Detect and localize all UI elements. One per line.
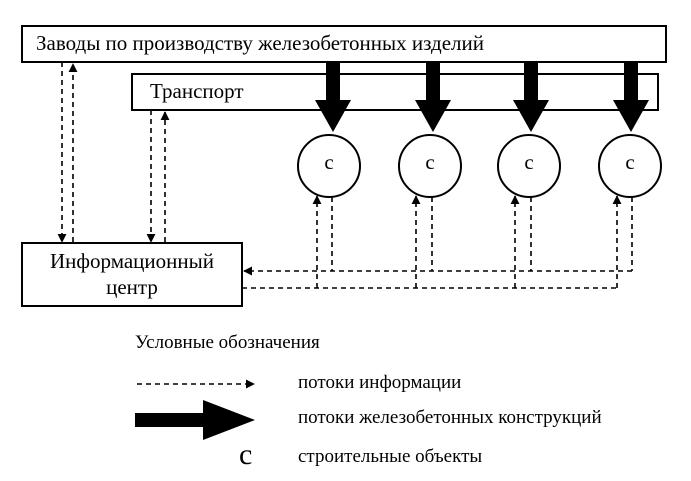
info-flows xyxy=(57,62,633,289)
info-center-label-line1: Информационный xyxy=(50,249,214,273)
concrete-flow-arrow-3 xyxy=(524,62,538,102)
site-circle-4 xyxy=(598,134,662,198)
site-circles xyxy=(297,134,662,198)
transport-box xyxy=(131,73,659,111)
info-center-label-line2: центр xyxy=(106,275,158,299)
info-center-label: Информационный центр xyxy=(22,248,242,300)
site-label-2: с xyxy=(425,150,435,174)
site-label-3: с xyxy=(524,150,534,174)
factories-box xyxy=(21,25,667,63)
concrete-flow-arrowhead-2 xyxy=(415,100,451,132)
concrete-flow-arrow-1 xyxy=(326,62,340,102)
concrete-flow-arrows xyxy=(315,62,649,132)
legend-title: Условные обозначения xyxy=(135,332,320,353)
concrete-flow-arrowhead-1 xyxy=(315,100,351,132)
concrete-flow-arrowhead-3 xyxy=(513,100,549,132)
concrete-flow-arrowhead-4 xyxy=(613,100,649,132)
concrete-flow-arrow-2 xyxy=(426,62,440,102)
site-circle-2 xyxy=(398,134,462,198)
legend-thick-arrow xyxy=(135,400,255,440)
legend-concrete-flows-label: потоки железобетонных конструкций xyxy=(298,407,602,428)
concrete-flow-arrow-4 xyxy=(624,62,638,102)
legend-info-flows-label: потоки информации xyxy=(298,372,462,393)
site-circle-3 xyxy=(497,134,561,198)
transport-label: Транспорт xyxy=(150,79,244,103)
site-circle-1 xyxy=(297,134,361,198)
site-label-4: с xyxy=(625,150,635,174)
factories-label: Заводы по производству железобетонных из… xyxy=(36,31,484,55)
legend-site-symbol: с xyxy=(239,438,253,471)
legend-sites-label: строительные объекты xyxy=(298,446,483,467)
site-label-1: с xyxy=(324,150,334,174)
info-center-box xyxy=(21,242,243,307)
